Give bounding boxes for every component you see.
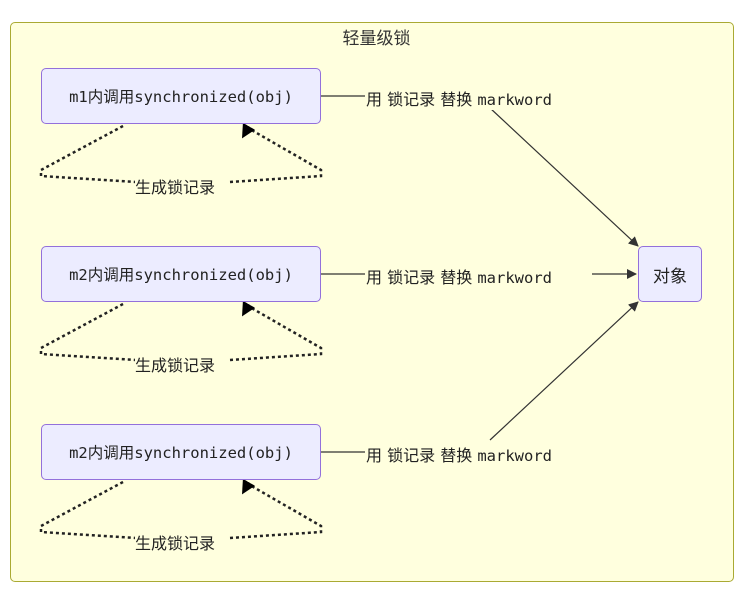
edge-label-markword: markword [477, 447, 552, 465]
self-loop-m1 [39, 126, 323, 184]
edge-label-lock-record: 锁记录 [387, 268, 436, 287]
edge-label-replace: 替换 [440, 268, 473, 287]
self-loop-m2b [39, 482, 323, 540]
edge-label-row2: 用 锁记录 替换 markword [365, 264, 553, 288]
edge-m2b-to-obj [321, 302, 638, 453]
edge-m1-to-obj [321, 95, 638, 246]
node-object[interactable]: 对象 [638, 246, 702, 302]
edge-label-use: 用 [366, 268, 383, 287]
edge-label-use: 用 [366, 90, 383, 109]
edge-label-replace: 替换 [440, 446, 473, 465]
loop-label-m2-second: 生成锁记录 [135, 530, 216, 554]
edge-label-markword: markword [477, 269, 552, 287]
loop-label-m1: 生成锁记录 [135, 174, 216, 198]
edge-label-replace: 替换 [440, 90, 473, 109]
edge-label-row3: 用 锁记录 替换 markword [365, 442, 553, 466]
edge-label-markword: markword [477, 91, 552, 109]
node-m2-second[interactable]: m2内调用synchronized(obj) [41, 424, 321, 480]
edge-label-use: 用 [366, 446, 383, 465]
edge-label-row1: 用 锁记录 替换 markword [365, 86, 553, 110]
node-m2-first[interactable]: m2内调用synchronized(obj) [41, 246, 321, 302]
group-title: 轻量级锁 [342, 29, 411, 49]
edge-label-lock-record: 锁记录 [387, 446, 436, 465]
node-m1[interactable]: m1内调用synchronized(obj) [41, 68, 321, 124]
self-loop-m2a [39, 304, 323, 362]
loop-label-m2-first: 生成锁记录 [135, 352, 216, 376]
edge-label-lock-record: 锁记录 [387, 90, 436, 109]
